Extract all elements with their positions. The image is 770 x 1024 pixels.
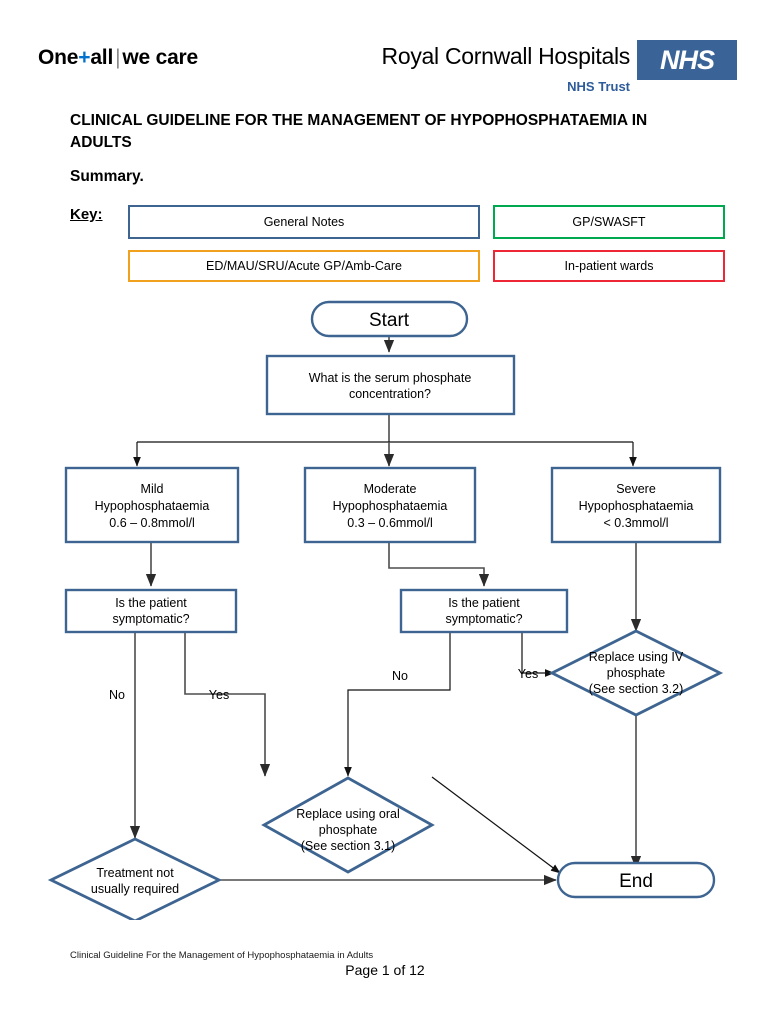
node-symptomatic-left-line1: Is the patient [115,596,187,610]
node-iv-line1: Replace using IV [589,650,684,664]
node-end [556,861,716,899]
node-moderate-line3: 0.3 – 0.6mmol/l [347,516,432,530]
page-header: One+all|we care Royal Cornwall Hospitals… [0,38,770,94]
node-iv-line2: phosphate [607,666,665,680]
strapline-all: all [90,46,114,69]
node-symptomatic-mid [399,588,569,634]
node-severe-line3: < 0.3mmol/l [604,516,669,530]
strapline-care: we care [122,46,199,69]
node-moderate-line1: Moderate [364,482,417,496]
strapline-divider: | [115,46,121,69]
strapline-plus-icon: + [78,46,91,69]
node-symptomatic-mid-line2: symptomatic? [445,612,522,626]
node-oral-line3: (See section 3.1) [301,839,396,853]
footer-page-number: Page 1 of 12 [345,962,425,978]
node-severe-line2: Hypophosphataemia [579,499,694,513]
node-end-label: End [619,871,653,892]
node-mild-line1: Mild [141,482,164,496]
node-symptomatic-left [64,588,238,634]
edge-left-yes [184,632,271,777]
node-moderate [303,466,477,544]
edge-label-mid-yes: Yes [518,667,538,681]
node-mild-line3: 0.6 – 0.8mmol/l [109,516,194,530]
strapline: One+all|we care [38,46,198,70]
node-oral-line2: phosphate [319,823,377,837]
edge-label-mid-no: No [392,669,408,683]
key-item-ed-mau-sru: ED/MAU/SRU/Acute GP/Amb-Care [128,250,480,282]
node-symptomatic-left-line2: symptomatic? [112,612,189,626]
node-start [310,300,469,338]
node-oral-phosphate [261,776,435,874]
node-no-treatment [47,837,223,920]
node-moderate-line2: Hypophosphataemia [333,499,448,513]
summary-heading: Summary. [70,168,144,185]
node-severe [550,466,722,544]
node-severe-line1: Severe [616,482,656,496]
edge-moderate-to-symptomatic [388,542,490,587]
edge-mid-yes [521,632,555,677]
key-label: Key: [70,206,103,223]
key-item-inpatient-wards: In-patient wards [493,250,725,282]
node-start-label: Start [369,310,410,331]
node-no-treatment-line1: Treatment not [96,866,174,880]
node-mild-line2: Hypophosphataemia [95,499,210,513]
node-iv-phosphate [548,629,724,717]
node-mild [64,466,240,544]
node-question-line2: concentration? [349,387,431,401]
footer-note: Clinical Guideline For the Management of… [70,950,374,961]
node-oral-line1: Replace using oral [296,807,400,821]
edge-oral-to-end [431,776,561,874]
node-no-treatment-line2: usually required [91,882,179,896]
nhs-trust-subtitle: NHS Trust [567,79,630,94]
node-question-line1: What is the serum phosphate [309,371,472,385]
trust-name: Royal Cornwall Hospitals [381,43,631,69]
edge-label-left-no: No [109,688,125,702]
key-item-general-notes: General Notes [128,205,480,239]
node-question [265,354,516,416]
page-title: CLINICAL GUIDELINE FOR THE MANAGEMENT OF… [70,112,648,151]
flowchart: Start What is the serum phosphate concen… [0,290,770,920]
node-iv-line3: (See section 3.2) [589,682,684,696]
edge-label-left-yes: Yes [209,688,229,702]
key-item-gp-swasft: GP/SWASFT [493,205,725,239]
edge-mid-no [344,632,451,777]
nhs-logo: NHS [637,40,737,80]
nhs-logo-text: NHS [659,44,715,75]
strapline-one: One [38,46,79,69]
node-symptomatic-mid-line1: Is the patient [448,596,520,610]
